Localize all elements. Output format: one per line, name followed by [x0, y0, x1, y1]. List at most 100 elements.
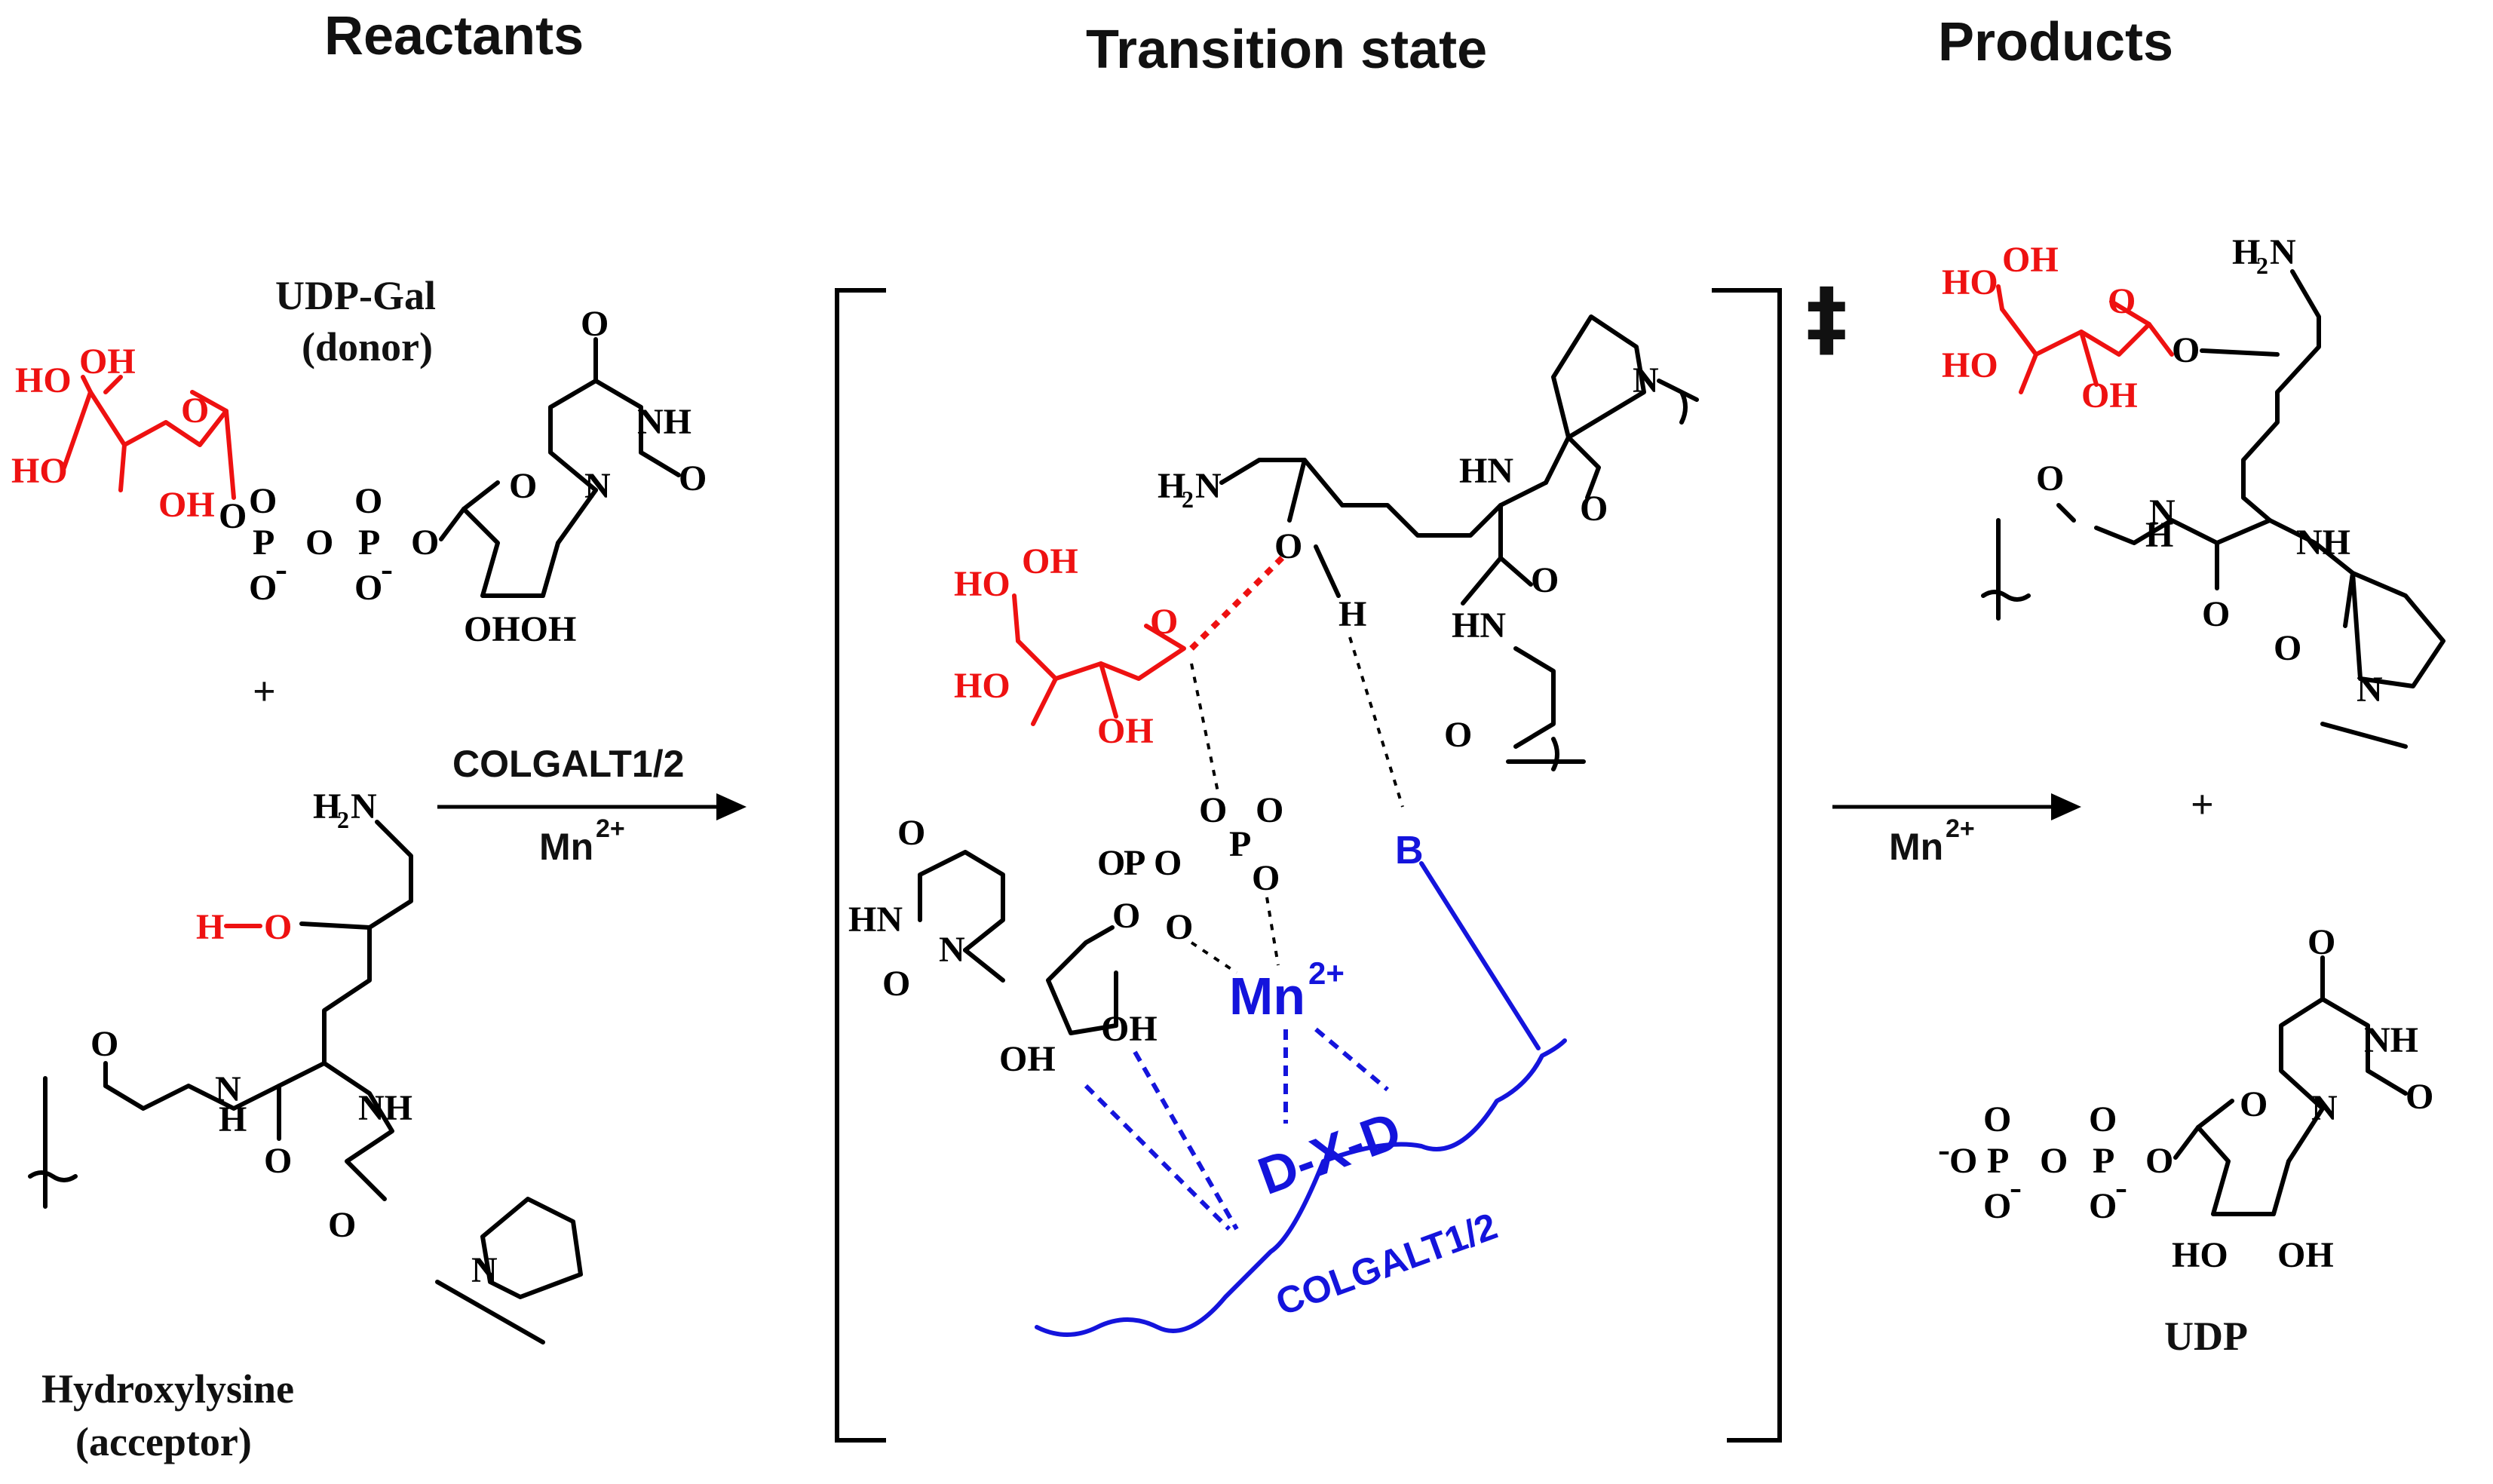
- udp-name: UDP: [2164, 1314, 2248, 1359]
- ts-gal-ring-o: O: [1150, 602, 1178, 642]
- ts-enzyme: COLGALT1/2: [1271, 1205, 1503, 1324]
- acceptor-role: (acceptor): [75, 1419, 252, 1464]
- svg-text:P: P: [358, 523, 380, 563]
- product-galactose: HO OH O HO OH: [1942, 240, 2174, 415]
- left-bracket: [835, 288, 886, 1443]
- donor-oh-6: OH: [79, 342, 136, 382]
- right-bracket: [1712, 288, 1782, 1443]
- acceptor-name: Hydroxylysine: [41, 1366, 294, 1412]
- hydroxylysine-structure: H 2 N H O O H N O NH O N Hydroxylysine (…: [28, 786, 583, 1464]
- svg-text:O: O: [509, 466, 537, 506]
- svg-text:O: O: [2307, 922, 2335, 962]
- svg-text:O: O: [328, 1205, 356, 1245]
- acceptor-h: H: [196, 907, 224, 947]
- svg-text:N: N: [2270, 232, 2296, 272]
- svg-text:O: O: [1444, 715, 1472, 755]
- ts-double-dagger: ‡: [1806, 270, 1848, 366]
- svg-text:OH: OH: [2277, 1235, 2334, 1275]
- svg-text:O: O: [2240, 1084, 2268, 1124]
- svg-text:O: O: [897, 813, 925, 853]
- svg-text:NH: NH: [2364, 1020, 2418, 1060]
- ts-base: B: [1395, 829, 1424, 872]
- svg-text:NH: NH: [358, 1088, 412, 1128]
- product-gal-oh-6: OH: [2002, 240, 2059, 280]
- products-plus: +: [2191, 782, 2214, 827]
- svg-text:-: -: [1938, 1130, 1950, 1170]
- udp-structure: - O P O O - O P O O - O O HO OH O NH O N…: [1938, 922, 2433, 1359]
- svg-text:NH: NH: [2296, 523, 2350, 563]
- svg-text:O: O: [1112, 896, 1140, 936]
- svg-text:O: O: [1252, 858, 1280, 898]
- svg-text:P: P: [1229, 824, 1251, 864]
- donor-ho-4: HO: [15, 360, 72, 400]
- header-products: Products: [1938, 12, 2173, 72]
- header-reactants: Reactants: [324, 6, 584, 66]
- svg-text:O: O: [219, 496, 247, 536]
- ts-galactose: HO OH O HO OH: [954, 541, 1186, 751]
- reaction-arrow-right: Mn 2+: [1832, 793, 2081, 868]
- enzyme-backbone: [1035, 1038, 1567, 1337]
- donor-ho-3: HO: [11, 451, 68, 491]
- svg-text:2: 2: [2256, 252, 2268, 279]
- svg-text:N: N: [1195, 466, 1222, 506]
- svg-text:O: O: [1165, 907, 1193, 947]
- svg-text:O: O: [2274, 628, 2301, 668]
- product-gal-oh-2: OH: [2081, 376, 2138, 415]
- arrow-left-cofactor-charge: 2+: [596, 814, 625, 843]
- ts-metal-charge: 2+: [1308, 955, 1345, 991]
- svg-text:O: O: [2406, 1077, 2433, 1117]
- donor-role: (donor): [302, 324, 433, 369]
- svg-text:2: 2: [337, 806, 349, 833]
- svg-text:P: P: [1987, 1141, 2009, 1181]
- svg-text:O: O: [411, 523, 439, 563]
- udp-gal-structure: UDP-Gal (donor) HO OH O HO OH O P O O - …: [11, 273, 707, 649]
- svg-text:O: O: [1580, 489, 1608, 529]
- reaction-arrow-left: COLGALT1/2 Mn 2+: [437, 743, 747, 868]
- ts-udp: O P O O P O O O O OH OH N HN O O: [848, 790, 1283, 1079]
- svg-text:O: O: [1983, 1099, 2011, 1139]
- svg-text:N: N: [1633, 360, 1659, 400]
- svg-text:HO: HO: [2172, 1235, 2228, 1275]
- svg-text:H: H: [313, 786, 341, 826]
- svg-text:N: N: [471, 1250, 498, 1290]
- svg-text:O: O: [2172, 330, 2200, 370]
- transition-state-structure: ‡ H 2 N O H HN O HN O O N HO OH O HO: [835, 270, 1848, 1443]
- svg-text:P: P: [1124, 843, 1145, 883]
- donor-galactose: HO OH O HO OH: [11, 342, 236, 525]
- svg-text:OH: OH: [1101, 1009, 1158, 1049]
- donor-ribose-ohoh: OHOH: [464, 609, 576, 649]
- donor-diphosphate: O P O O - O P O O - O: [219, 481, 439, 608]
- ts-hydrogen: H: [1338, 594, 1366, 634]
- acceptor-o: O: [264, 907, 292, 947]
- svg-text:O: O: [2036, 458, 2064, 498]
- svg-text:-: -: [2115, 1167, 2127, 1207]
- svg-text:HN: HN: [848, 900, 903, 940]
- svg-text:OH: OH: [999, 1039, 1056, 1079]
- ts-gal-ho-3: HO: [954, 666, 1010, 706]
- svg-text:O: O: [2040, 1141, 2068, 1181]
- svg-text:HN: HN: [1452, 606, 1506, 645]
- product-gal-ring-o: O: [2108, 281, 2136, 321]
- ts-gal-ho-4: HO: [954, 564, 1010, 604]
- svg-text:O: O: [2145, 1141, 2173, 1181]
- svg-text:O: O: [882, 964, 910, 1004]
- svg-text:O: O: [354, 568, 382, 608]
- donor-uridine: O OHOH O NH O N: [439, 304, 707, 649]
- svg-text:O: O: [264, 1141, 292, 1181]
- ts-motif: D-X-D: [1250, 1100, 1408, 1206]
- arrow-right-cofactor-charge: 2+: [1946, 814, 1975, 843]
- svg-text:O: O: [1199, 790, 1227, 830]
- reactants-plus: +: [253, 669, 276, 714]
- svg-text:-: -: [275, 549, 287, 589]
- svg-text:O: O: [2202, 594, 2230, 634]
- svg-text:H: H: [219, 1099, 247, 1139]
- svg-text:O: O: [2089, 1099, 2117, 1139]
- product-gal-ho-4: HO: [1942, 262, 1998, 302]
- svg-text:O: O: [354, 481, 382, 521]
- svg-text:H: H: [1158, 466, 1185, 506]
- svg-text:O: O: [1256, 790, 1283, 830]
- svg-text:O: O: [1983, 1186, 2011, 1226]
- svg-text:N: N: [584, 466, 611, 506]
- donor-ring-o: O: [181, 391, 209, 431]
